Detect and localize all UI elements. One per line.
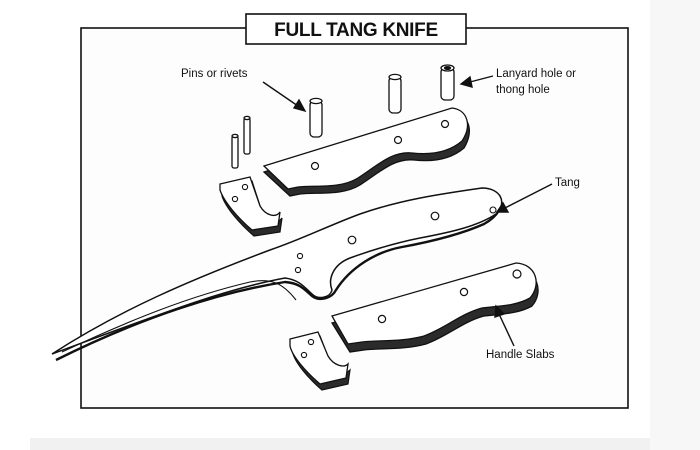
label-tang: Tang	[555, 177, 580, 189]
upper-bolster	[219, 176, 283, 237]
scan-band-right	[650, 0, 700, 450]
pin-hole	[430, 211, 440, 221]
title-box	[245, 13, 467, 45]
label-lanyard-line1: Lanyard hole or	[496, 68, 576, 80]
label-lanyard-line2: thong hole	[496, 84, 550, 96]
pin-hole	[512, 269, 522, 279]
scan-band	[30, 438, 700, 450]
pin-hole	[347, 235, 357, 245]
pin-hole	[296, 252, 304, 260]
lower-bolster	[289, 331, 351, 391]
label-pins: Pins or rivets	[181, 68, 248, 80]
pin-hole	[440, 119, 450, 129]
leader-arrow-lanyard	[459, 75, 494, 88]
leader-line-tang	[495, 183, 553, 213]
title: FULL TANG KNIFE	[274, 20, 438, 41]
pin-hole	[377, 314, 387, 324]
pin-hole	[489, 206, 497, 214]
pin-hole	[294, 266, 302, 274]
pin-hole	[307, 338, 315, 346]
lanyard-tube	[440, 64, 455, 101]
label-handle-slabs: Handle Slabs	[486, 349, 555, 361]
pin	[243, 115, 251, 155]
leader-arrow-pins	[262, 81, 307, 113]
blade-and-tang	[51, 187, 503, 362]
pin-hole	[300, 351, 308, 359]
pin-hole	[393, 135, 403, 145]
pin-hole	[310, 161, 320, 171]
leader-arrow-handle-slabs	[494, 304, 515, 347]
pin	[309, 97, 323, 138]
pin-hole	[241, 183, 249, 191]
pin	[388, 73, 402, 114]
pin-hole	[231, 195, 239, 203]
pin	[231, 133, 239, 169]
lower-handle-slab	[330, 262, 539, 353]
pin-hole	[459, 287, 469, 297]
upper-handle-slab	[262, 107, 470, 197]
